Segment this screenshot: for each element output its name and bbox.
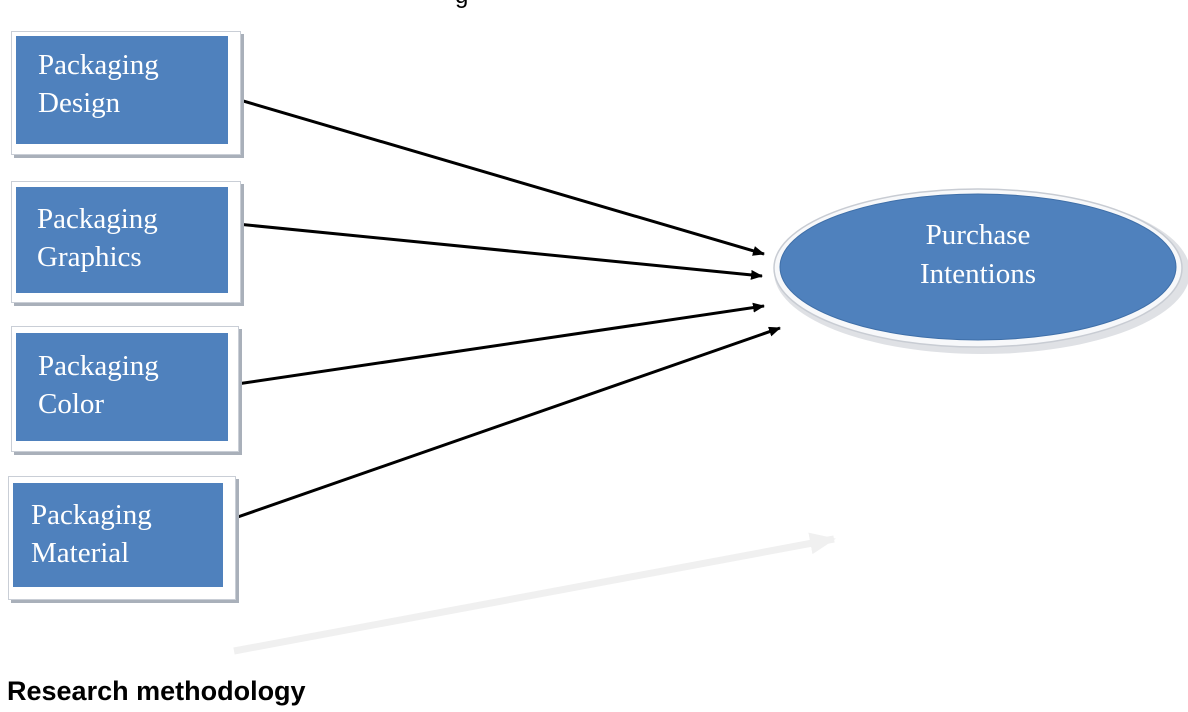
outcome-label-line1: Purchase [925,219,1031,251]
factor-box-graphics-fill: Packaging Graphics [16,187,228,293]
factor-label-line2: Graphics [37,241,142,273]
factor-box-design: Packaging Design [11,31,241,155]
factor-label-line2: Design [38,87,121,119]
purchase-intentions-label: Purchase Intentions [782,216,1174,294]
arrow-design-to-intentions [232,96,765,256]
factor-box-design-fill: Packaging Design [16,36,228,144]
factor-label-line1: Packaging [38,350,159,382]
factor-box-color: Packaging Color [11,326,239,452]
factor-label-line1: Packaging [38,49,159,81]
factor-label-line1: Packaging [31,499,152,531]
section-heading: Research methodology [7,676,306,706]
factor-label-line2: Color [38,388,105,420]
outcome-label-line2: Intentions [920,258,1036,290]
purchase-intentions-node [773,188,1188,354]
factor-box-color-fill: Packaging Color [16,333,228,441]
arrow-graphics-to-intentions [236,222,763,280]
cropped-heading-fragment: g [455,0,468,10]
faded-arrow [233,532,836,655]
factor-label-line2: Material [31,537,130,569]
factor-box-material: Packaging Material [8,476,236,600]
factor-box-material-fill: Packaging Material [13,483,223,587]
factor-box-graphics: Packaging Graphics [11,181,241,303]
factor-label-line1: Packaging [37,203,158,235]
arrow-material-to-intentions [231,326,781,521]
arrow-color-to-intentions [236,302,765,386]
